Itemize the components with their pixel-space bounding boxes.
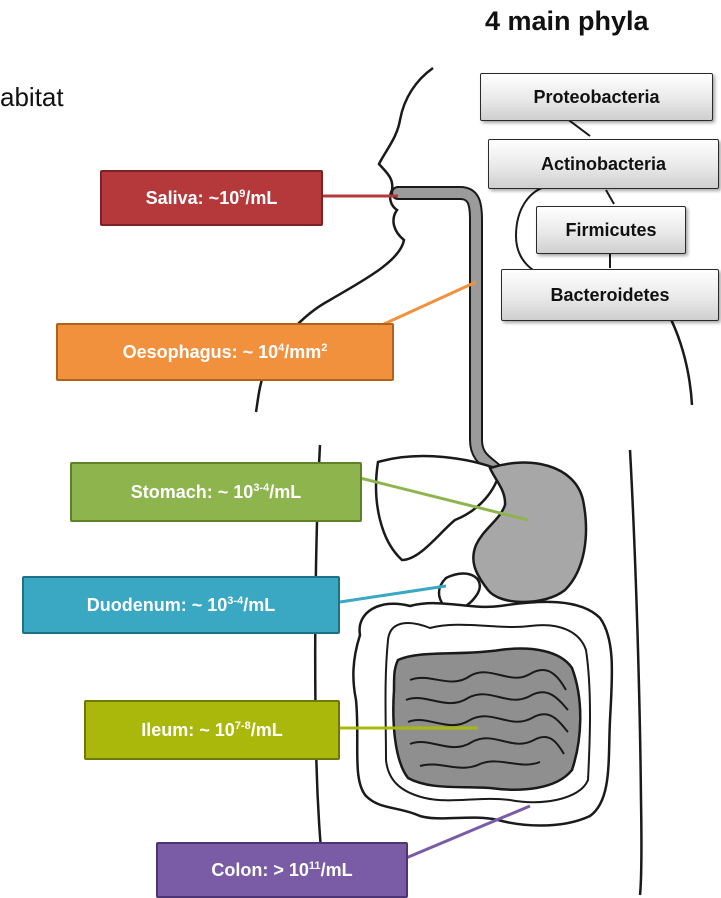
- phylum-bacteroidetes: Bacteroidetes: [501, 269, 719, 321]
- oesophagus-connector: [384, 282, 476, 324]
- phylum-firmicutes: Firmicutes: [536, 206, 686, 254]
- oesophagus: [398, 193, 496, 470]
- partial-text: abitat: [0, 82, 64, 113]
- duodenum-connector: [340, 586, 446, 602]
- phylum-proteobacteria: Proteobacteria: [480, 73, 713, 121]
- phyla-heading: 4 main phyla: [485, 6, 649, 37]
- phylum-actinobacteria: Actinobacteria: [488, 139, 719, 189]
